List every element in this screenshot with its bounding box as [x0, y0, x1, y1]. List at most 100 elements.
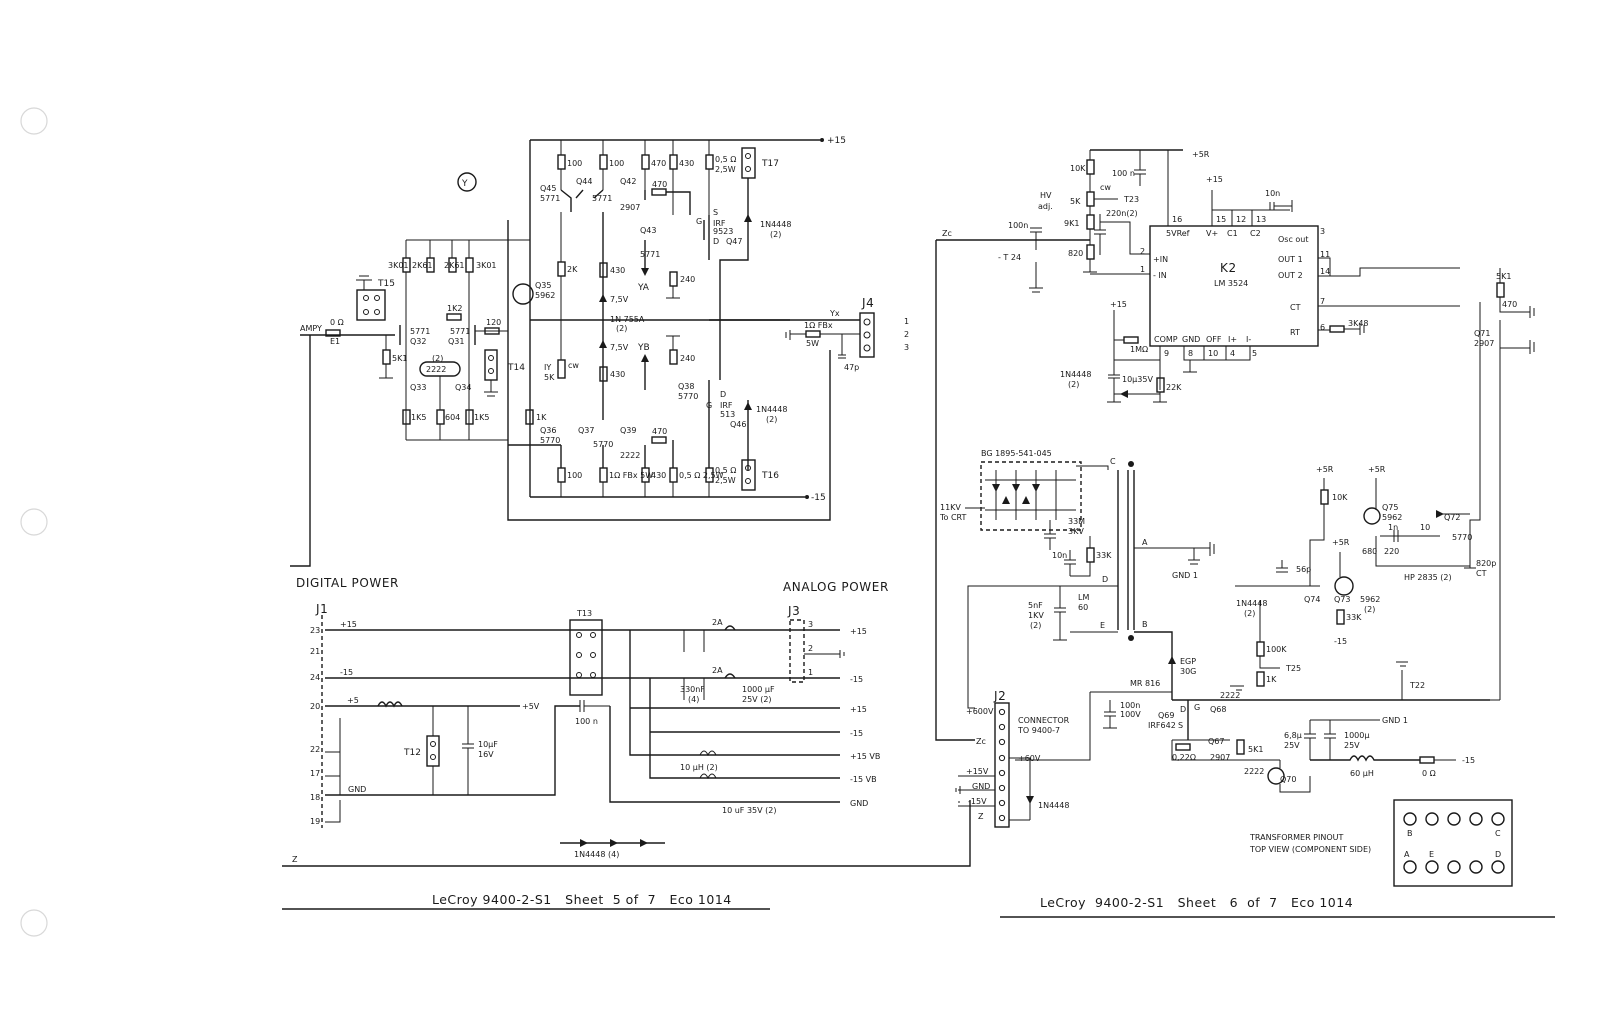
svg-text:(2): (2) [770, 230, 781, 239]
svg-text:Q47: Q47 [726, 237, 742, 246]
svg-text:100V: 100V [1120, 710, 1141, 719]
svg-text:Zc: Zc [942, 229, 952, 238]
svg-text:1: 1 [808, 668, 813, 677]
svg-text:+5R: +5R [1316, 465, 1334, 474]
svg-text:7: 7 [1320, 297, 1325, 306]
svg-text:-15: -15 [340, 668, 353, 677]
svg-text:10n: 10n [1265, 189, 1280, 198]
svg-text:I+: I+ [1228, 335, 1237, 344]
svg-text:IRF: IRF [720, 401, 733, 410]
svg-text:5771: 5771 [410, 327, 430, 336]
svg-text:+15: +15 [850, 705, 867, 714]
svg-text:E: E [1429, 850, 1434, 859]
t13-label: T13 [576, 609, 592, 618]
svg-text:1K: 1K [536, 413, 547, 422]
svg-text:D: D [720, 390, 726, 399]
svg-text:24: 24 [310, 673, 320, 682]
svg-text:Q44: Q44 [576, 177, 592, 186]
svg-text:Q75: Q75 [1382, 503, 1398, 512]
svg-text:60 μH: 60 μH [1350, 769, 1374, 778]
test-point-t17[interactable] [741, 147, 756, 179]
svg-text:+5V: +5V [522, 702, 540, 711]
svg-text:2907: 2907 [1474, 339, 1494, 348]
j1-label: J1 [315, 602, 328, 616]
svg-text:5962: 5962 [535, 291, 555, 300]
svg-text:1K: 1K [1266, 675, 1277, 684]
svg-text:1N4448: 1N4448 [1038, 801, 1069, 810]
svg-text:820: 820 [1068, 249, 1083, 258]
connector-j4[interactable] [859, 312, 875, 358]
svg-text:470: 470 [652, 180, 667, 189]
bg-label: BG 1895-541-045 [981, 449, 1052, 458]
rail-plus15-label: +15 [827, 136, 846, 146]
svg-text:EGP: EGP [1180, 657, 1196, 666]
svg-text:820p: 820p [1476, 559, 1496, 568]
svg-text:RT: RT [1290, 328, 1300, 337]
svg-text:10 μH (2): 10 μH (2) [680, 763, 718, 772]
svg-text:5W: 5W [806, 339, 819, 348]
svg-text:430: 430 [651, 471, 666, 480]
svg-text:100n: 100n [1120, 701, 1140, 710]
svg-text:1: 1 [1140, 265, 1145, 274]
svg-text:C1: C1 [1227, 229, 1238, 238]
svg-text:(4): (4) [688, 695, 699, 704]
svg-text:11KV: 11KV [940, 503, 961, 512]
svg-text:14: 14 [1320, 267, 1330, 276]
svg-text:16V: 16V [478, 750, 494, 759]
ic-k2-lm3524[interactable] [1149, 225, 1319, 347]
svg-text:10K: 10K [1332, 493, 1348, 502]
svg-text:10 uF 35V (2): 10 uF 35V (2) [722, 806, 776, 815]
svg-text:1: 1 [904, 317, 909, 326]
svg-text:HV: HV [1040, 191, 1052, 200]
y-amplifier-section: Y +15 -15 100 100 470 430 0,5 Ω 2,5W [290, 136, 909, 567]
svg-text:1N4448: 1N4448 [1236, 599, 1267, 608]
svg-text:3: 3 [1320, 227, 1325, 236]
test-point-t13[interactable] [569, 619, 603, 696]
svg-text:1Ω FBx 5W: 1Ω FBx 5W [609, 471, 653, 480]
svg-text:470: 470 [1502, 300, 1517, 309]
y-label: Y [461, 179, 468, 189]
svg-text:+15 VB: +15 VB [850, 752, 880, 761]
svg-text:2,5W: 2,5W [715, 476, 736, 485]
svg-text:100: 100 [567, 471, 582, 480]
svg-text:- IN: - IN [1153, 271, 1167, 280]
svg-text:6,8μ: 6,8μ [1284, 731, 1302, 740]
svg-text:470: 470 [651, 159, 666, 168]
svg-text:15: 15 [1216, 215, 1226, 224]
ic-ref: K2 [1220, 261, 1237, 275]
svg-text:0,5 Ω: 0,5 Ω [715, 155, 736, 164]
svg-text:Q67: Q67 [1208, 737, 1224, 746]
svg-text:-15: -15 [1334, 637, 1347, 646]
svg-text:2907: 2907 [620, 203, 640, 212]
j3-label: J3 [787, 604, 800, 618]
svg-text:-15: -15 [850, 675, 863, 684]
svg-text:7,5V: 7,5V [610, 295, 629, 304]
test-point-t12[interactable] [426, 735, 440, 767]
svg-text:Zc: Zc [976, 737, 986, 746]
svg-text:22: 22 [310, 745, 320, 754]
svg-text:10μ35V: 10μ35V [1122, 375, 1153, 384]
svg-text:2222: 2222 [426, 365, 446, 374]
test-point-t16[interactable] [741, 459, 756, 491]
svg-text:33K: 33K [1346, 613, 1362, 622]
svg-text:Q37: Q37 [578, 426, 594, 435]
svg-text:IRF642: IRF642 [1148, 721, 1176, 730]
connector-j3[interactable] [789, 619, 805, 683]
j1-pins: 23 21 24 20 22 17 18 19 [310, 626, 320, 826]
svg-text:-15V: -15V [968, 797, 987, 806]
svg-text:GND: GND [348, 785, 366, 794]
j4-label: J4 [861, 296, 874, 310]
connector-j2[interactable] [994, 702, 1010, 828]
test-point-t15[interactable] [356, 289, 386, 321]
svg-text:T25: T25 [1285, 664, 1301, 673]
svg-text:4: 4 [1230, 349, 1235, 358]
svg-text:2K61: 2K61 [412, 261, 433, 270]
svg-text:Q45: Q45 [540, 184, 556, 193]
analog-power-title: ANALOG POWER [783, 580, 889, 594]
test-point-t14[interactable] [484, 349, 498, 381]
svg-text:1Ω FBx: 1Ω FBx [804, 321, 833, 330]
svg-text:2: 2 [808, 644, 813, 653]
svg-text:+5R: +5R [1332, 538, 1350, 547]
svg-text:Q33: Q33 [410, 383, 426, 392]
svg-text:S: S [1178, 721, 1183, 730]
